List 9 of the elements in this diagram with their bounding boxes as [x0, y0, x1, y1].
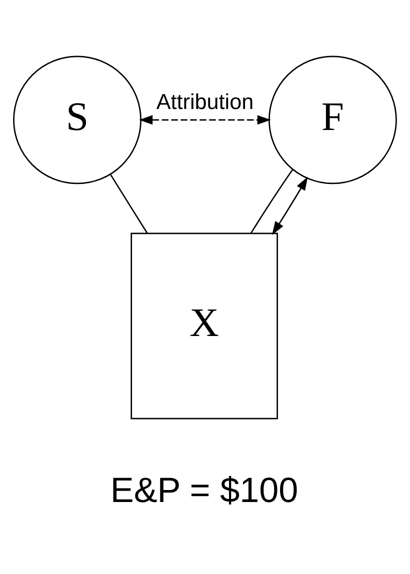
node-box: X	[130, 232, 278, 419]
node-circle: S	[13, 55, 142, 184]
arrow	[139, 114, 271, 124]
connector	[250, 168, 294, 234]
node-label: E&P = $100	[110, 470, 298, 510]
connector	[110, 173, 148, 234]
arrow	[272, 176, 308, 234]
node-circle: F	[268, 55, 397, 184]
edge-label: Attribution	[156, 88, 254, 114]
